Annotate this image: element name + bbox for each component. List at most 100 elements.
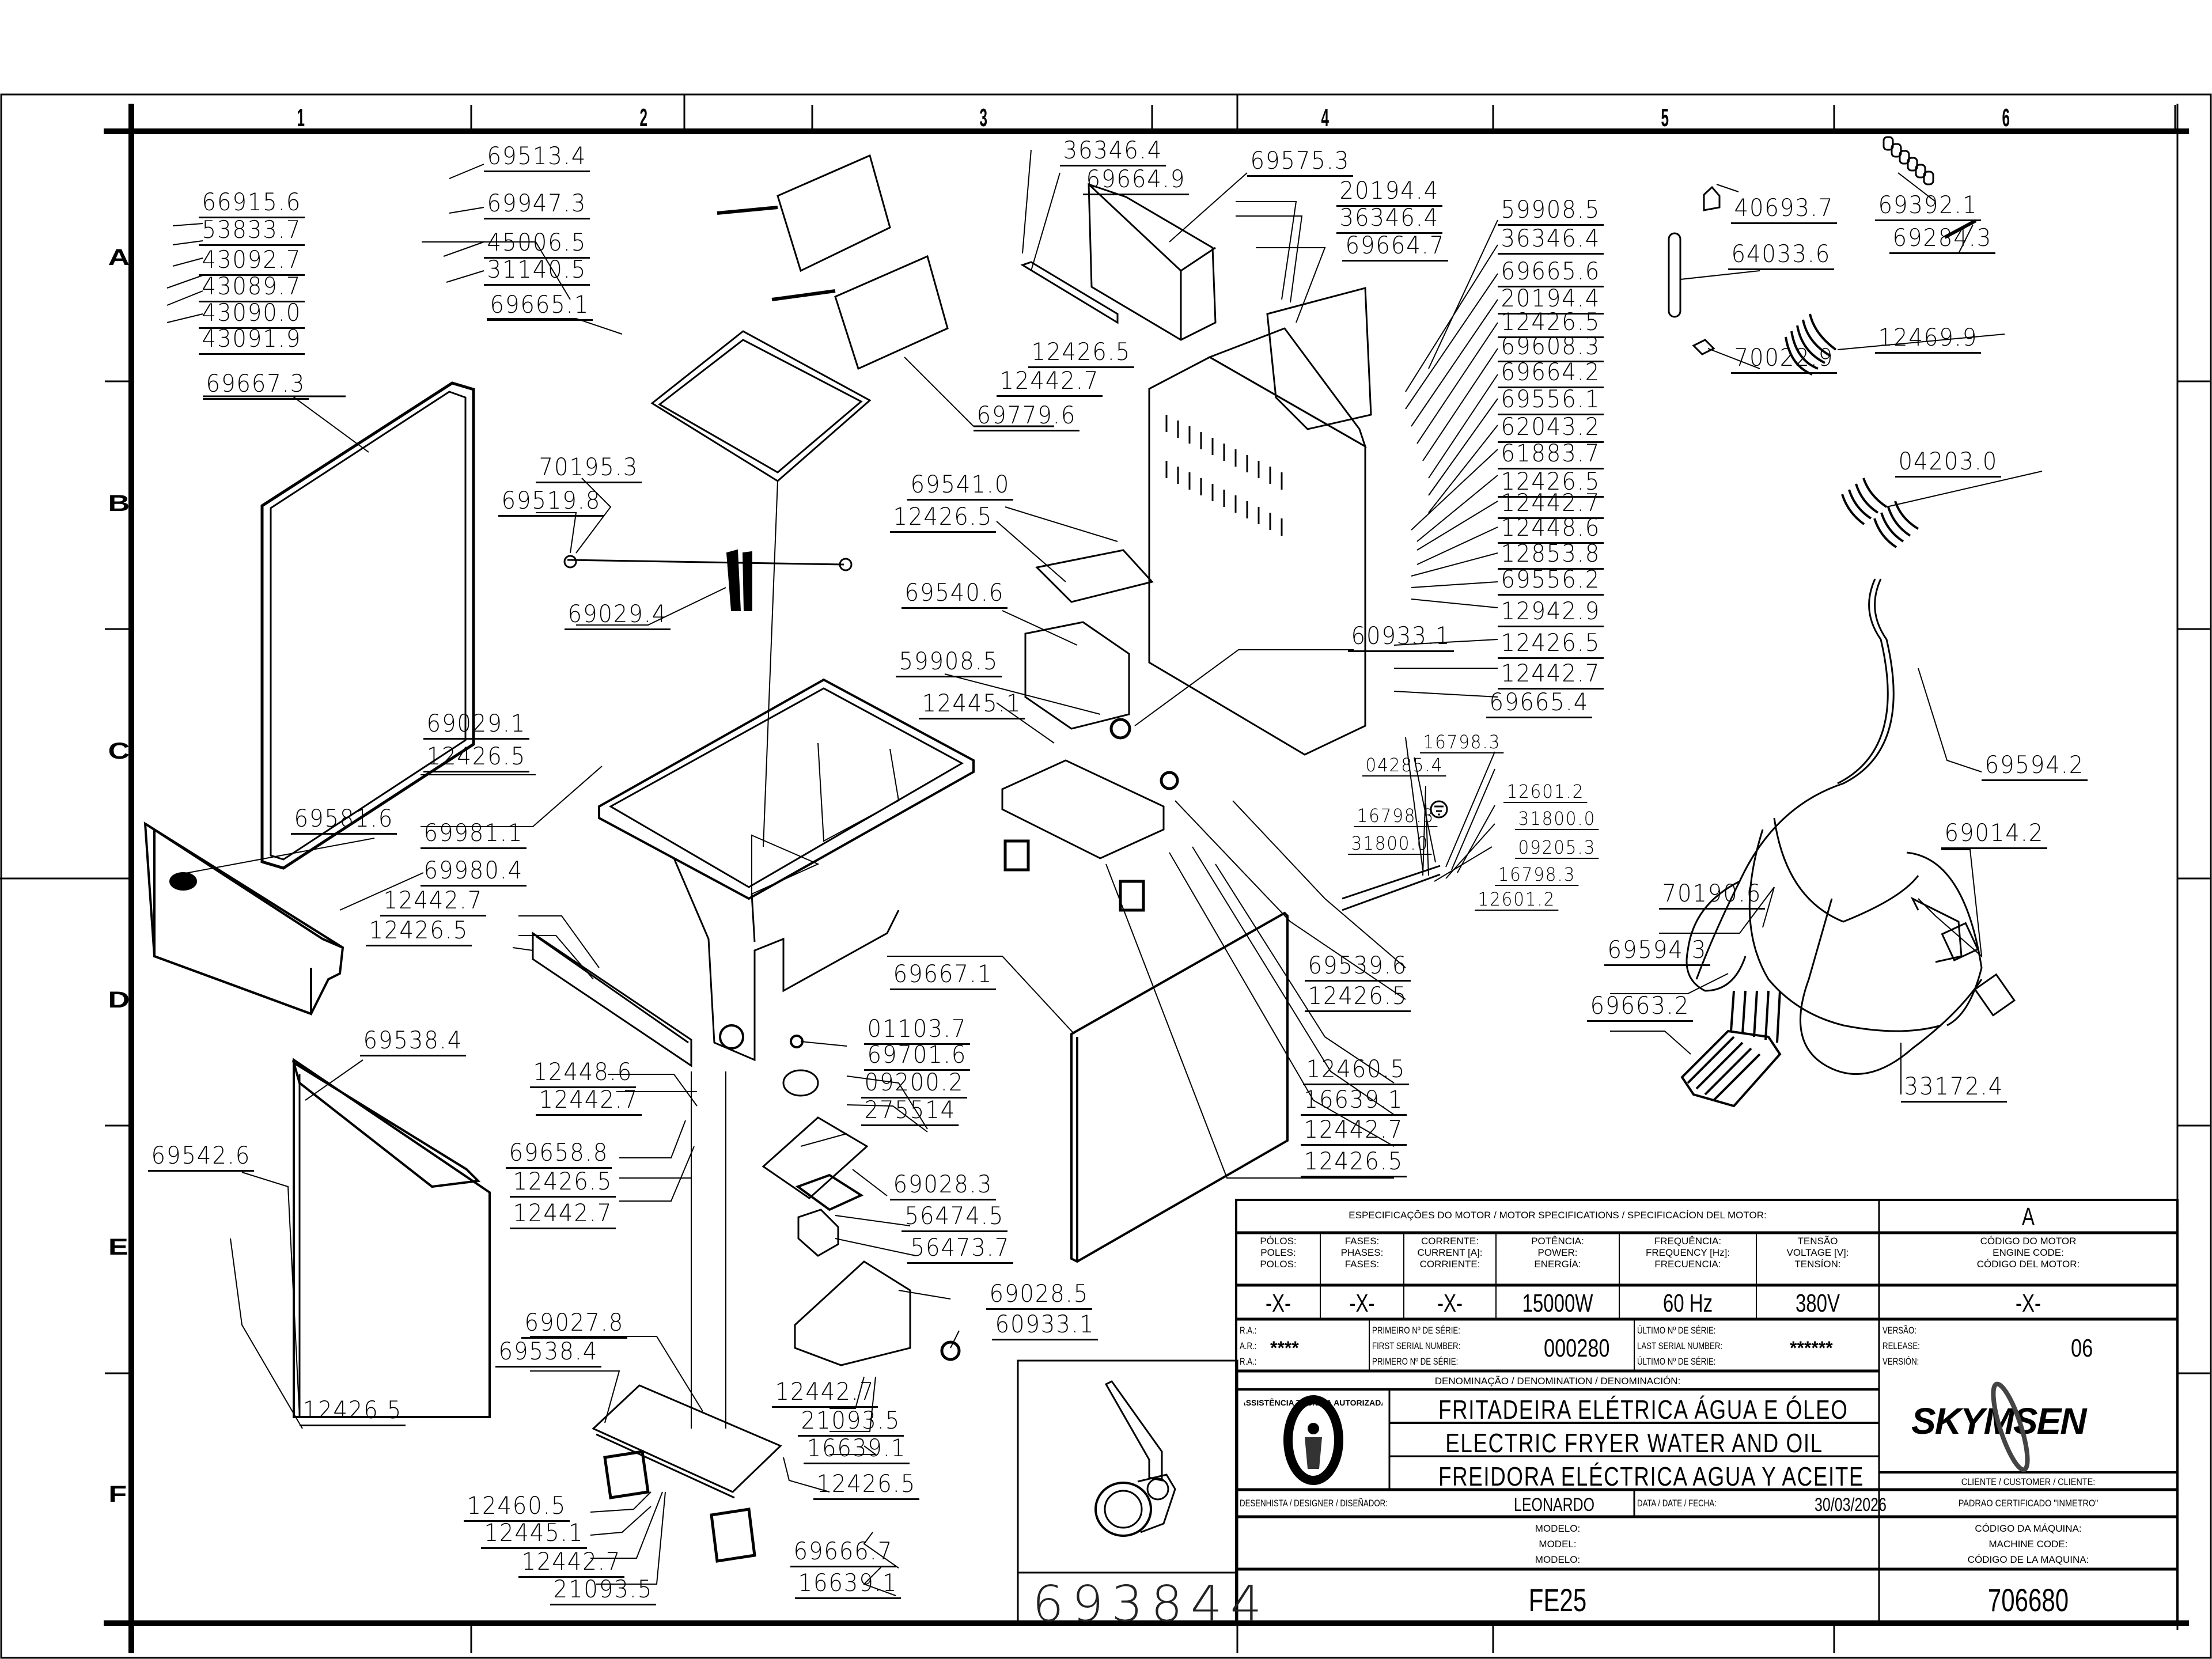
part-label: 12426.5	[300, 1398, 406, 1426]
ra-label: R.A.:	[1240, 1356, 1257, 1367]
title-english: ELECTRIC FRYER WATER AND OIL	[1445, 1428, 1823, 1458]
part-label: 12942.9	[1498, 599, 1604, 627]
part-label: 69575.3	[1247, 149, 1353, 177]
spec-label: TENSÃO	[1797, 1236, 1838, 1247]
spec-label: FREQUENCY [Hz]:	[1645, 1247, 1730, 1258]
probe-assembly	[563, 549, 853, 611]
part-label: 31140.5	[484, 257, 590, 286]
part-label: 69665.4	[1486, 690, 1592, 718]
fryer-tank	[598, 678, 975, 1062]
denomination-header: DENOMINAÇÃO / DENOMINATION / DENOMINACIÓ…	[1434, 1376, 1681, 1387]
part-label: 53833.7	[199, 218, 305, 246]
part-label: 36346.4	[1060, 138, 1166, 166]
part-label: 69556.1	[1498, 387, 1604, 415]
lower-door-panel	[291, 1058, 491, 1418]
customer-label: CLIENTE / CUSTOMER / CLIENTE:	[1961, 1476, 2096, 1487]
row-C: C	[108, 738, 130, 764]
part-label: 69029.4	[565, 602, 671, 630]
part-label: 12426.5	[890, 505, 996, 533]
rear-panel	[1148, 287, 1372, 756]
part-label: 45006.5	[484, 230, 590, 259]
column-4: 4	[1321, 104, 1329, 132]
part-label: 69542.6	[148, 1143, 254, 1172]
motor-spec-header: ESPECIFICAÇÕES DO MOTOR / MOTOR SPECIFIC…	[1349, 1210, 1767, 1221]
part-label: 20194.4	[1498, 286, 1604, 315]
part-label: 69594.2	[1982, 753, 2088, 781]
part-label: 40693.7	[1731, 196, 1837, 224]
part-label: 69027.8	[521, 1310, 627, 1339]
spec-label: PHASES:	[1340, 1247, 1384, 1258]
spec-label: CORRIENTE:	[1419, 1259, 1480, 1270]
column-5: 5	[1661, 104, 1669, 132]
part-label: 36346.4	[1498, 226, 1604, 255]
wiring-harness	[1685, 578, 2016, 1075]
spec-current-value: -X-	[1437, 1289, 1463, 1317]
part-label: 12442.7	[1498, 661, 1604, 690]
part-label: 59908.5	[896, 649, 1002, 677]
machine-code-label: MACHINE CODE:	[1988, 1539, 2068, 1550]
part-label: 69701.6	[864, 1043, 970, 1071]
part-label: 69667.3	[203, 372, 309, 400]
part-label: 69513.4	[484, 144, 590, 172]
part-label: 69664.7	[1342, 233, 1448, 262]
part-label: 12426.5	[1028, 340, 1134, 368]
title-block-grid	[1235, 1199, 2179, 1624]
part-label: 43089.7	[199, 274, 305, 302]
ra-value: ****	[1270, 1338, 1299, 1358]
part-label: 12469.9	[1875, 325, 1981, 354]
last-serial-value: ******	[1790, 1338, 1833, 1358]
top-control-box	[1020, 183, 1217, 341]
spec-label: FRECUENCIA:	[1654, 1259, 1721, 1270]
part-label: 16639.1	[795, 1571, 901, 1599]
part-label: 62043.2	[1498, 415, 1604, 443]
engine-code-label: CÓDIGO DO MOTOR	[1980, 1236, 2077, 1247]
spec-voltage-value: 380V	[1795, 1289, 1840, 1317]
first-serial-label: PRIMERO Nº DE SÉRIE:	[1372, 1356, 1459, 1367]
part-label: 69392.1	[1875, 193, 1981, 221]
part-label: 61883.7	[1498, 441, 1604, 469]
part-label: 12426.5	[1305, 984, 1411, 1012]
spec-label: FASES:	[1344, 1236, 1380, 1247]
part-label: 69779.6	[974, 403, 1080, 431]
release-label: VERSIÓN:	[1883, 1356, 1919, 1367]
part-label: 12426.5	[1498, 310, 1604, 338]
part-label: 60933.1	[992, 1312, 1098, 1340]
machine-code-label: CÓDIGO DA MÁQUINA:	[1975, 1523, 2082, 1534]
row-dividers	[105, 380, 2210, 1374]
part-label: 64033.6	[1728, 242, 1834, 270]
part-label: 16798.3	[1354, 806, 1438, 827]
part-label: 12426.5	[1498, 631, 1604, 659]
column-2: 2	[639, 104, 647, 132]
part-label: 69663.2	[1587, 994, 1693, 1022]
hinge-bar	[532, 931, 692, 1067]
part-label: 69608.3	[1498, 334, 1604, 362]
part-label: 69519.8	[498, 488, 604, 517]
part-label: 69028.5	[986, 1282, 1092, 1310]
part-label: 12426.5	[813, 1472, 919, 1500]
part-label: 12460.5	[1303, 1057, 1409, 1085]
part-label: 69540.6	[902, 581, 1007, 609]
release-label: VERSÃO:	[1883, 1325, 1916, 1336]
fry-baskets	[717, 154, 949, 370]
part-label: 12601.2	[1475, 890, 1559, 911]
spec-label: POTÊNCIA:	[1531, 1236, 1584, 1247]
part-label: 16639.1	[1301, 1088, 1407, 1116]
part-label: 66915.6	[199, 190, 305, 218]
frying-grid	[650, 330, 872, 482]
part-label: 12426.5	[1498, 469, 1604, 498]
side-frame-left	[260, 381, 475, 870]
part-label: 36346.4	[1336, 206, 1442, 234]
model-value: FE25	[1528, 1582, 1587, 1618]
part-label: 69014.2	[1941, 821, 2047, 849]
spec-power-value: 15000W	[1522, 1289, 1593, 1317]
part-label: 69665.6	[1498, 259, 1604, 287]
part-label: 31800.0	[1348, 834, 1432, 855]
part-label: 33172.4	[1901, 1074, 2007, 1103]
part-label: 43090.0	[199, 301, 305, 329]
machine-code-value: 706680	[1987, 1582, 2069, 1618]
part-label: 12460.5	[464, 1494, 570, 1522]
part-label: 69665.1	[487, 293, 593, 321]
rear-panel-slots	[1165, 415, 1283, 536]
spec-label: VOLTAGE [V]:	[1786, 1247, 1849, 1258]
